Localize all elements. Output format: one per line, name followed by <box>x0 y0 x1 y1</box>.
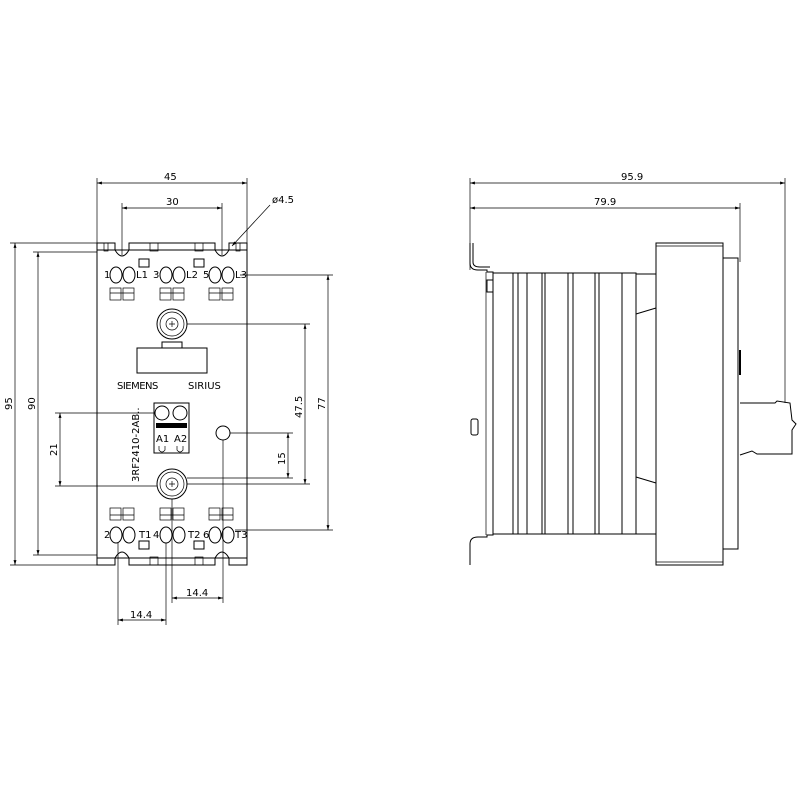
front-cover <box>722 257 739 550</box>
series-label: SIRIUS <box>188 381 221 392</box>
side-dimension-lines <box>469 178 786 403</box>
bottom-screw <box>156 468 188 500</box>
dim-21: 21 <box>49 443 60 456</box>
dim-15: 15 <box>277 452 288 465</box>
terminal-label: 5 <box>203 270 209 281</box>
control-terminal-a1: A1 <box>156 434 169 445</box>
heatsink <box>492 272 637 535</box>
terminal-label: T1 <box>138 530 151 541</box>
top-screw <box>156 308 188 340</box>
dim-hole-diameter: ø4.5 <box>272 195 294 206</box>
dim-height-95: 95 <box>4 397 15 410</box>
terminal-label: 6 <box>203 530 209 541</box>
order-number: 3RF2410-2AB.. <box>131 407 142 482</box>
front-dimension-lines <box>10 178 333 625</box>
terminal-label: L2 <box>186 270 198 281</box>
housing <box>655 242 724 566</box>
terminal-label: 4 <box>153 530 159 541</box>
dim-77: 77 <box>317 397 328 410</box>
terminal-label: 1 <box>104 270 110 281</box>
front-view: 1 L1 3 L2 5 L3 SIEMENS SIRIUS A1 A2 3RF2… <box>4 172 333 625</box>
dim-width-45: 45 <box>164 172 177 183</box>
control-terminal-a2: A2 <box>174 434 187 445</box>
terminal-label: T2 <box>187 530 200 541</box>
din-rail-clip <box>469 243 494 565</box>
bottom-terminals: 2 T1 4 T2 6 T3 <box>104 507 247 544</box>
terminal-label: L1 <box>136 270 148 281</box>
led-indicator <box>215 425 231 441</box>
brand-logo: SIEMENS <box>117 381 158 392</box>
dim-pitch-14-4: 14.4 <box>130 610 152 621</box>
dim-47-5: 47.5 <box>294 396 305 418</box>
terminal-label: 3 <box>153 270 159 281</box>
top-terminals: 1 L1 3 L2 5 L3 <box>104 266 247 301</box>
side-connector <box>739 400 797 456</box>
side-view: 95.9 79.9 <box>469 172 797 566</box>
label-plate <box>136 347 208 374</box>
dim-hole-spacing-30: 30 <box>166 197 179 208</box>
dim-depth-95-9: 95.9 <box>621 172 643 183</box>
terminal-label: L3 <box>235 270 247 281</box>
top-mounting-tabs <box>96 242 248 257</box>
dim-pitch-14-4: 14.4 <box>186 588 208 599</box>
heatsink-fins <box>512 273 623 534</box>
terminal-label: T3 <box>234 530 247 541</box>
control-connector: A1 A2 <box>153 402 190 454</box>
dim-depth-79-9: 79.9 <box>594 197 616 208</box>
clip-release <box>470 418 479 436</box>
dim-height-90: 90 <box>27 397 38 410</box>
terminal-label: 2 <box>104 530 110 541</box>
